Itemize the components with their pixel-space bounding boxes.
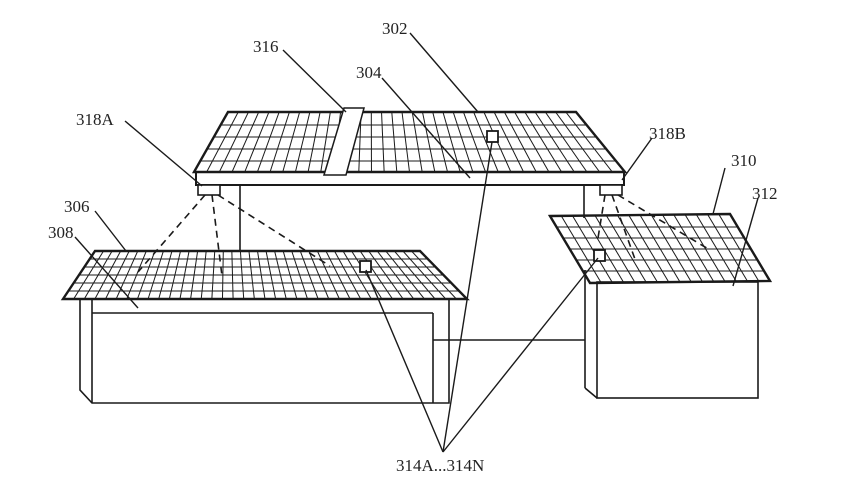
grid-line [382,112,385,172]
grid-line [232,112,259,172]
label-312: 312 [752,185,778,202]
grid-line [402,112,410,172]
grid-line [651,215,691,282]
grid-line [257,112,279,172]
grid-line [535,112,574,172]
solar-panel-grid-308 [40,251,490,299]
grid-line [308,112,320,172]
grid-line [566,112,613,172]
label-316: 316 [253,38,279,55]
grid-line [222,251,223,299]
label-318A: 318A [76,111,114,128]
label-302: 302 [382,20,408,37]
grid-line [674,215,714,282]
sensor-314-top [487,131,498,142]
label-304: 304 [356,64,382,81]
projector-318B [600,185,622,195]
roof-302 [194,112,625,172]
grid-line [463,112,485,172]
label-318B: 318B [649,125,686,142]
grid-line [232,251,233,299]
grid-line [545,112,587,172]
label-314A-314N: 314A...314N [396,457,484,474]
center-structure-302 [150,108,660,251]
grid-line [245,112,269,172]
grid-line [556,112,600,172]
label-306: 306 [64,198,90,215]
solar-panel-grid-312 [520,214,800,283]
label-308: 308 [48,224,74,241]
grid-line [392,112,397,172]
roof-strip-316 [324,108,364,175]
grid-line [270,112,289,172]
grid-line [422,112,434,172]
right-building-310 [520,214,800,398]
label-310: 310 [731,152,757,169]
grid-line [663,215,703,282]
sensor-314-right [594,250,605,261]
projector-318A [198,185,220,195]
